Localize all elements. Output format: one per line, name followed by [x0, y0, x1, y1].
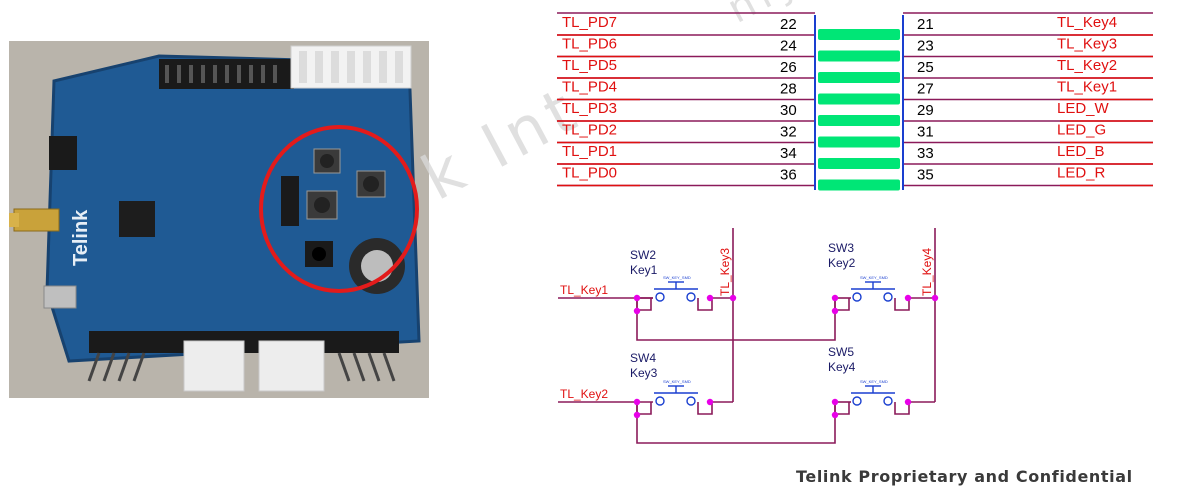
sw2-ref: SW2	[630, 248, 656, 262]
sw4-symbol	[654, 385, 698, 406]
sw5-ref: SW5	[828, 345, 854, 359]
sw3-symbol	[851, 281, 895, 302]
sw2-value: Key1	[630, 263, 658, 277]
sw4-footprint: SW_KEY_SMD	[663, 379, 691, 384]
right-pin-number: 31	[917, 124, 934, 141]
net-label-key3: TL_Key3	[718, 248, 732, 296]
net-label-key1: TL_Key1	[560, 283, 608, 297]
right-signal-label: TL_Key4	[1057, 14, 1117, 31]
right-signal-label: LED_B	[1057, 143, 1105, 160]
left-pin-number: 32	[780, 124, 797, 141]
right-signal-label: TL_Key2	[1057, 57, 1117, 74]
left-pin-number: 28	[780, 81, 797, 98]
sw2-footprint: SW_KEY_SMD	[663, 275, 691, 280]
sw4-ref: SW4	[630, 351, 656, 365]
right-pin-number: 25	[917, 59, 934, 76]
sw5-value: Key4	[828, 360, 856, 374]
right-pin-number: 35	[917, 167, 934, 184]
connector-pin-bar	[818, 93, 900, 105]
matrix-wires	[558, 228, 936, 444]
left-signal-label: TL_PD6	[562, 36, 617, 53]
right-signal-label: LED_R	[1057, 165, 1106, 182]
left-signal-label: TL_PD5	[562, 57, 617, 74]
sw3-value: Key2	[828, 256, 856, 270]
left-signal-label: TL_PD3	[562, 100, 617, 117]
connector-pin-bar	[818, 50, 900, 62]
right-pin-number: 29	[917, 102, 934, 119]
footer-confidential: Telink Proprietary and Confidential	[796, 467, 1133, 486]
reset-button	[49, 136, 77, 170]
left-pin-number: 26	[780, 59, 797, 76]
right-signal-label: LED_G	[1057, 122, 1106, 139]
right-signal-label: TL_Key1	[1057, 79, 1117, 96]
telink-logo: Telink	[70, 209, 92, 266]
sw5-symbol	[851, 385, 895, 406]
right-pin-number: 27	[917, 81, 934, 98]
usb-connector	[43, 285, 77, 309]
connector-pin-bar	[818, 29, 900, 40]
right-signal-label: LED_W	[1057, 100, 1110, 117]
left-signal-label: TL_PD1	[562, 143, 617, 160]
right-pin-number: 33	[917, 145, 934, 162]
connector-pin-bar	[818, 72, 900, 83]
right-pin-number: 23	[917, 38, 934, 55]
left-signal-label: TL_PD2	[562, 122, 617, 139]
left-pin-number: 24	[780, 38, 797, 55]
left-pin-number: 22	[780, 16, 797, 33]
left-pin-number: 34	[780, 145, 797, 162]
sw4-value: Key3	[630, 366, 658, 380]
left-signal-label: TL_PD7	[562, 14, 617, 31]
board-photo: Telink	[9, 41, 429, 398]
soc-chip	[119, 201, 155, 237]
junctions	[633, 294, 939, 419]
left-pin-number: 30	[780, 102, 797, 119]
connector-pin-bar	[818, 136, 900, 148]
board-illustration: Telink	[9, 45, 421, 392]
bottom-white-connector-1	[183, 340, 245, 392]
sw3-ref: SW3	[828, 241, 854, 255]
left-signal-label: TL_PD4	[562, 79, 617, 96]
sw5-footprint: SW_KEY_SMD	[860, 379, 888, 384]
net-label-key2: TL_Key2	[560, 387, 608, 401]
right-pin-number: 21	[917, 16, 934, 33]
left-signal-label: TL_PD0	[562, 165, 617, 182]
sw3-footprint: SW_KEY_SMD	[860, 275, 888, 280]
connector-pin-bar	[818, 158, 900, 169]
highlight-circle	[259, 125, 419, 293]
switch-symbols	[654, 281, 895, 406]
net-label-key4: TL_Key4	[920, 248, 934, 296]
left-pin-number: 36	[780, 167, 797, 184]
right-signal-label: TL_Key3	[1057, 36, 1117, 53]
bottom-white-connector-2	[258, 340, 325, 392]
sw2-symbol	[654, 281, 698, 302]
connector-pin-bar	[818, 179, 900, 191]
connector-pin-bar	[818, 115, 900, 126]
